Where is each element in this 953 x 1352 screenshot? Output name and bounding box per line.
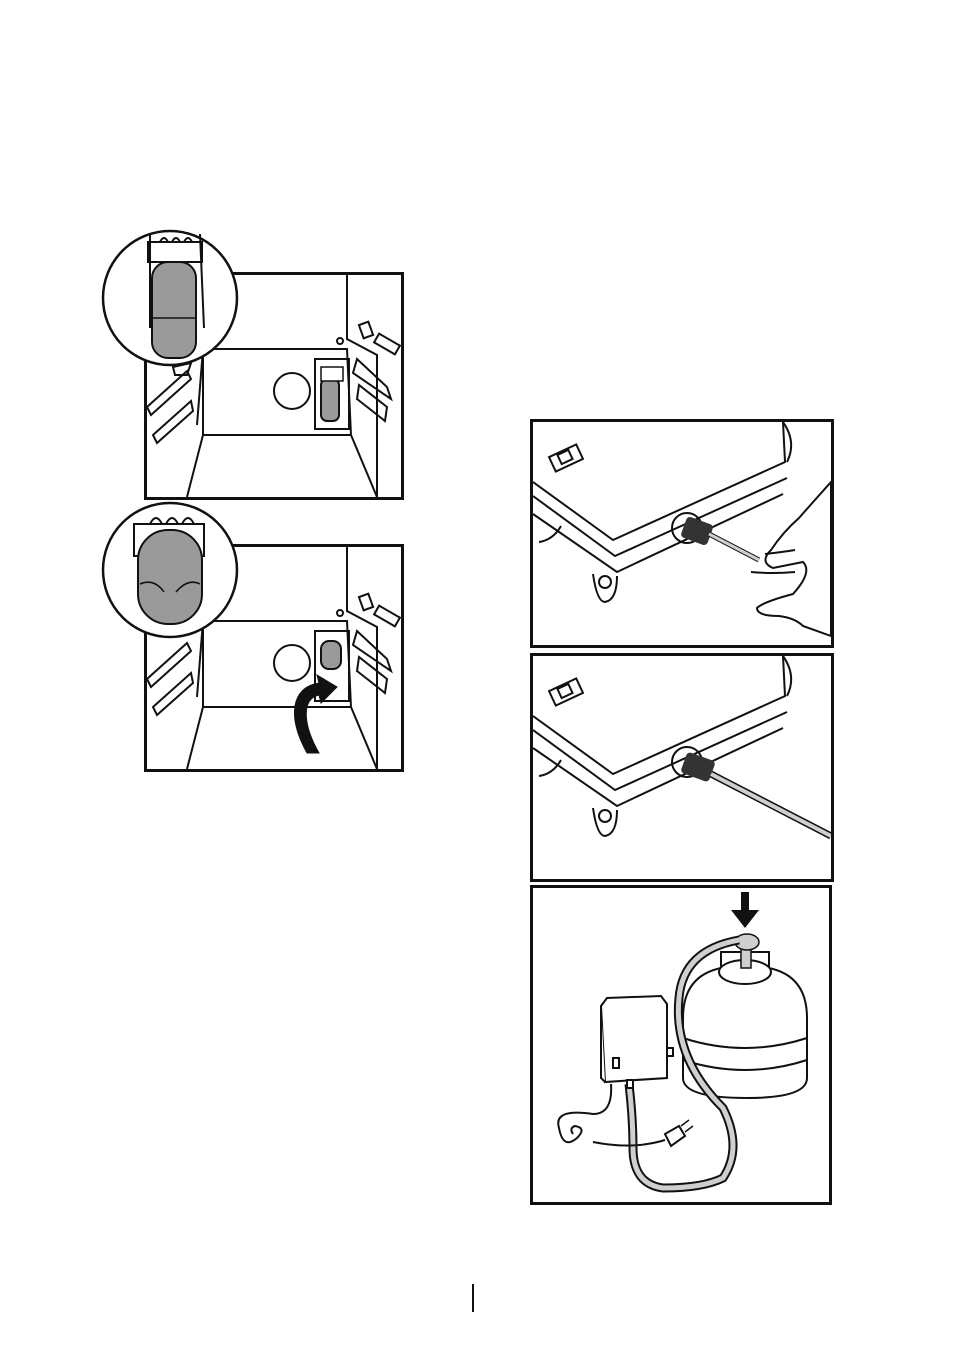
filter-figure-1 [100, 228, 406, 500]
press-down-arrow-icon [731, 892, 759, 928]
filter-detail-circle-1 [100, 228, 240, 368]
filter-rotate-icon [100, 500, 240, 640]
hand-icon [751, 482, 831, 636]
filter-inserted-icon [100, 228, 240, 368]
hose-connect-hand-icon [533, 422, 831, 645]
page-marker [472, 1284, 474, 1312]
rotate-arrow-icon [295, 675, 338, 753]
water-bottle-pump-icon [533, 888, 829, 1202]
pump-bottle-panel [530, 885, 832, 1205]
filter-cartridge-rotated [321, 641, 341, 669]
hose-fitting [680, 516, 714, 546]
power-cord [558, 1084, 611, 1142]
pump-unit [601, 996, 673, 1088]
filter-detail-circle-2 [100, 500, 240, 640]
pump-hose-panel-1 [530, 419, 834, 648]
hose-connected-icon [533, 656, 831, 879]
filter-figure-2 [100, 500, 406, 772]
filter-cartridge-small [321, 379, 339, 421]
pump-hose-panel-2 [530, 653, 834, 882]
power-plug-icon [665, 1126, 685, 1146]
